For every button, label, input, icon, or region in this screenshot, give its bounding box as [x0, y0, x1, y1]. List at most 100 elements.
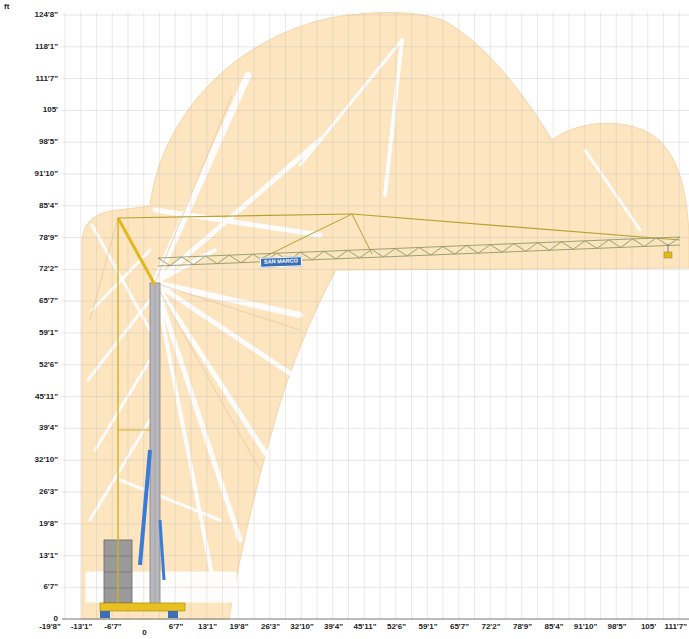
- height-label: 45'11": [35, 393, 58, 401]
- height-label: 72'2": [39, 265, 58, 273]
- height-label: 65'7": [39, 297, 58, 305]
- radius-label: 91'10": [574, 623, 598, 631]
- base: [100, 603, 185, 618]
- grid: [364, 12, 365, 619]
- radius-label: -13'1": [71, 623, 93, 631]
- radius-label: 45'11": [353, 623, 376, 631]
- radius-label: 32'10": [290, 623, 314, 631]
- radius-label: 19'8": [229, 623, 248, 631]
- grid: [62, 78, 689, 79]
- height-label: 85'4": [39, 202, 58, 210]
- grid: [62, 237, 689, 238]
- grid: [553, 12, 554, 619]
- grid: [65, 12, 66, 619]
- grid: [348, 12, 349, 619]
- radius-label: 26'3": [261, 623, 280, 631]
- grid: [647, 12, 648, 619]
- grid: [332, 12, 333, 619]
- grid: [206, 12, 207, 619]
- height-label: 39'4": [39, 424, 58, 432]
- height-label: 59'1": [39, 329, 58, 337]
- grid: [62, 269, 689, 270]
- tower: [160, 520, 164, 580]
- luffing-cutout: [92, 225, 150, 330]
- grid: [458, 12, 459, 619]
- grid: [112, 12, 113, 619]
- ghost-jib: [155, 95, 232, 283]
- radius-label: 65'7": [450, 623, 469, 631]
- height-label: 19'8": [39, 520, 58, 528]
- tower: [155, 285, 156, 603]
- mast: [352, 214, 372, 254]
- grid: [175, 12, 176, 619]
- unit-label: ft: [4, 3, 9, 11]
- grid: [537, 12, 538, 619]
- height-label: 118'1": [35, 43, 58, 51]
- grid: [285, 12, 286, 619]
- grid: [62, 619, 689, 620]
- grid: [269, 12, 270, 619]
- hook: [664, 244, 672, 258]
- mast: [352, 214, 680, 240]
- luffing-cutout: [86, 40, 640, 602]
- mast: [118, 430, 150, 431]
- radius-label: 78'9": [513, 623, 532, 631]
- jib-lattice: [158, 245, 680, 266]
- height-label: 78'9": [39, 234, 58, 242]
- jib-lattice: [158, 237, 680, 266]
- grid: [411, 12, 412, 619]
- ghost-jib: [155, 283, 260, 470]
- height-label: 13'1": [39, 552, 58, 560]
- height-label: 105': [43, 106, 58, 114]
- radius-label: 39'4": [324, 623, 343, 631]
- height-label: 26'3": [39, 488, 58, 496]
- grid: [80, 12, 81, 619]
- mast: [262, 214, 352, 258]
- radius-label: 85'4": [544, 623, 563, 631]
- grid: [62, 205, 689, 206]
- radius-label: -6'7": [104, 623, 121, 631]
- radius-label: 13'1": [198, 623, 217, 631]
- radius-label: 59'1": [418, 623, 437, 631]
- grid: [474, 12, 475, 619]
- luffing-cutout: [90, 420, 150, 520]
- grid: [395, 12, 396, 619]
- grid: [632, 12, 633, 619]
- grid: [62, 619, 689, 620]
- mast: [118, 214, 680, 603]
- luffing-cutout: [155, 283, 300, 380]
- height-label: 98'5": [39, 138, 58, 146]
- grid: [584, 12, 585, 619]
- grid: [96, 12, 97, 619]
- radius-label: 52'6": [387, 623, 406, 631]
- radius-label: 105': [641, 623, 656, 631]
- height-label: 91'10": [35, 170, 59, 178]
- grid: [62, 46, 689, 47]
- height-label: 52'6": [39, 361, 58, 369]
- grid: [521, 12, 522, 619]
- height-label: 0: [54, 615, 58, 623]
- radius-label: 0: [142, 629, 146, 637]
- grid: [380, 12, 381, 619]
- luffing-cutout: [155, 140, 320, 283]
- ghost-jib: [90, 218, 118, 320]
- radius-label: 72'2": [481, 623, 500, 631]
- grid: [62, 142, 689, 143]
- tower: [140, 450, 150, 565]
- grid: [616, 12, 617, 619]
- luffing-cutout: [155, 75, 248, 283]
- grid: [62, 174, 689, 175]
- tower: [150, 283, 160, 605]
- radius-label: -19'8": [39, 623, 61, 631]
- mast: [117, 218, 118, 603]
- luffing-cutout: [385, 40, 402, 195]
- luffing-cutout: [155, 283, 215, 590]
- height-label: 111'7": [35, 75, 58, 83]
- grid: [490, 12, 491, 619]
- hook: [664, 252, 672, 258]
- luffing-cutout: [120, 480, 220, 520]
- grid: [679, 12, 680, 619]
- working-range: [82, 12, 689, 619]
- radius-label: 6'7": [169, 623, 184, 631]
- ghost-jib: [90, 95, 300, 470]
